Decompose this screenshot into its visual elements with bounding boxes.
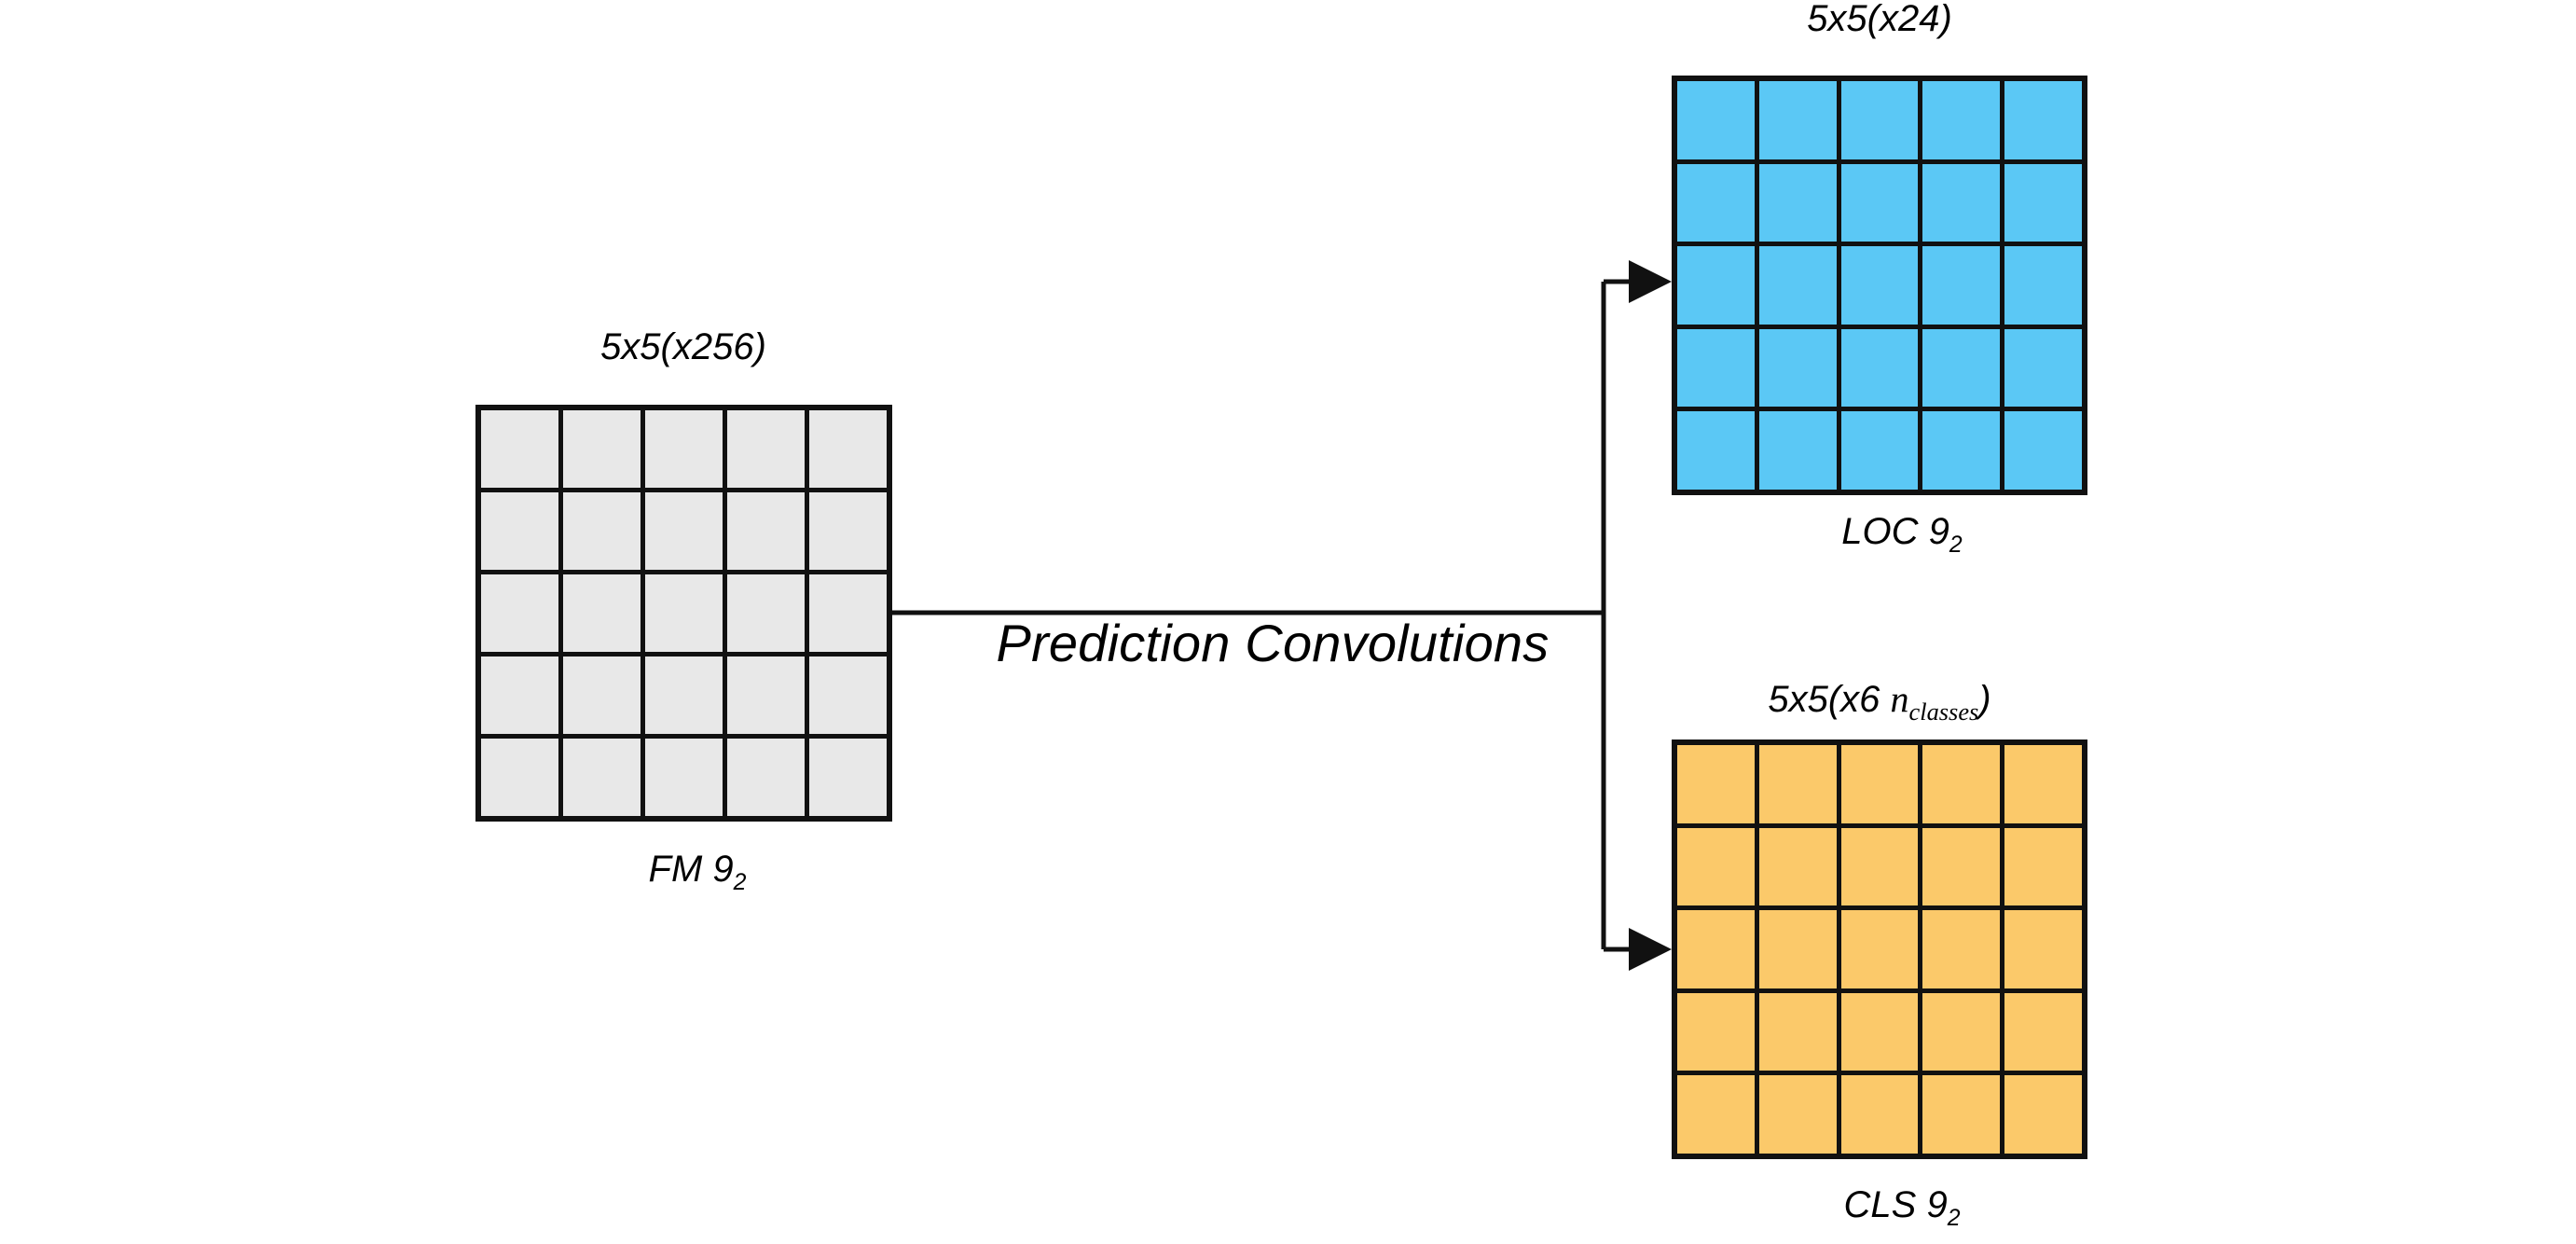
grid-cell — [809, 657, 887, 734]
grid-cell — [1922, 411, 2001, 490]
grid-cell — [1677, 81, 1755, 159]
grid-cell — [1840, 163, 1919, 242]
classification-map-top-label-variable: n — [1890, 678, 1909, 720]
localization-map-bottom-label-subscript: 2 — [1949, 532, 1963, 558]
grid-cell — [1840, 1075, 1919, 1154]
grid-cell — [727, 739, 805, 816]
grid-cell — [481, 657, 558, 734]
grid-cell — [727, 574, 805, 652]
classification-map-grid — [1672, 739, 2087, 1159]
classification-map-top-label-prefix: 5x5(x6 — [1768, 679, 1891, 720]
classification-map-top-label-subscript: classes — [1908, 698, 1979, 726]
grid-cell — [1677, 163, 1755, 242]
grid-cell — [481, 492, 558, 570]
classification-map-top-label-suffix: ) — [1978, 679, 1991, 720]
feature-map-grid — [475, 405, 892, 822]
classification-map-top-label: 5x5(x6 nclasses) — [1768, 678, 1991, 726]
grid-cell — [1677, 328, 1755, 408]
grid-cell — [645, 492, 723, 570]
grid-cell — [1840, 81, 1919, 159]
grid-cell — [1922, 745, 2001, 823]
grid-cell — [1677, 411, 1755, 490]
feature-map-bottom-label-subscript: 2 — [733, 870, 747, 895]
grid-cell — [481, 574, 558, 652]
grid-cell — [645, 410, 723, 488]
grid-cell — [1677, 992, 1755, 1071]
localization-map-bottom-label: LOC 92 — [1841, 513, 1962, 558]
grid-cell — [1758, 246, 1837, 325]
grid-cell — [727, 657, 805, 734]
grid-cell — [1922, 81, 2001, 159]
grid-cell — [481, 739, 558, 816]
localization-map-bottom-label-text: LOC 9 — [1841, 511, 1949, 552]
grid-cell — [1922, 827, 2001, 906]
grid-cell — [1840, 910, 1919, 988]
grid-cell — [2004, 745, 2082, 823]
grid-cell — [1758, 163, 1837, 242]
prediction-convolutions-label: Prediction Convolutions — [996, 614, 1550, 672]
grid-cell — [563, 574, 641, 652]
grid-cell — [1922, 992, 2001, 1071]
localization-map-top-label: 5x5(x24) — [1807, 0, 1952, 39]
grid-cell — [645, 574, 723, 652]
classification-map-bottom-label-text: CLS 9 — [1843, 1184, 1948, 1225]
grid-cell — [2004, 827, 2082, 906]
grid-cell — [481, 410, 558, 488]
grid-cell — [1922, 328, 2001, 408]
grid-cell — [563, 657, 641, 734]
grid-cell — [645, 739, 723, 816]
grid-cell — [727, 410, 805, 488]
classification-map-bottom-label-subscript: 2 — [1947, 1206, 1961, 1231]
grid-cell — [2004, 81, 2082, 159]
grid-cell — [1758, 745, 1837, 823]
grid-cell — [2004, 411, 2082, 490]
grid-cell — [1758, 827, 1837, 906]
grid-cell — [2004, 163, 2082, 242]
grid-cell — [1758, 328, 1837, 408]
grid-cell — [809, 574, 887, 652]
grid-cell — [1758, 992, 1837, 1071]
grid-cell — [1840, 411, 1919, 490]
grid-cell — [1758, 81, 1837, 159]
grid-cell — [2004, 1075, 2082, 1154]
grid-cell — [1758, 1075, 1837, 1154]
grid-cell — [1677, 827, 1755, 906]
grid-cell — [1758, 910, 1837, 988]
grid-cell — [809, 410, 887, 488]
grid-cell — [2004, 992, 2082, 1071]
grid-cell — [1840, 328, 1919, 408]
classification-map-bottom-label: CLS 92 — [1844, 1186, 1961, 1231]
localization-map-grid — [1672, 76, 2087, 495]
grid-cell — [2004, 910, 2082, 988]
grid-cell — [563, 739, 641, 816]
grid-cell — [1840, 992, 1919, 1071]
grid-cell — [1840, 827, 1919, 906]
grid-cell — [809, 492, 887, 570]
grid-cell — [1840, 745, 1919, 823]
grid-cell — [563, 492, 641, 570]
grid-cell — [1840, 246, 1919, 325]
feature-map-bottom-label: FM 92 — [649, 850, 747, 895]
grid-cell — [1677, 910, 1755, 988]
grid-cell — [1922, 910, 2001, 988]
grid-cell — [1677, 745, 1755, 823]
grid-cell — [809, 739, 887, 816]
grid-cell — [1677, 1075, 1755, 1154]
grid-cell — [645, 657, 723, 734]
feature-map-bottom-label-text: FM 9 — [648, 849, 734, 890]
grid-cell — [1677, 246, 1755, 325]
grid-cell — [563, 410, 641, 488]
grid-cell — [1922, 163, 2001, 242]
grid-cell — [727, 492, 805, 570]
grid-cell — [1922, 1075, 2001, 1154]
grid-cell — [1922, 246, 2001, 325]
arrowhead-loc — [1629, 260, 1672, 303]
arrowhead-cls — [1629, 928, 1672, 971]
feature-map-top-label: 5x5(x256) — [600, 326, 766, 367]
grid-cell — [2004, 246, 2082, 325]
grid-cell — [1758, 411, 1837, 490]
grid-cell — [2004, 328, 2082, 408]
